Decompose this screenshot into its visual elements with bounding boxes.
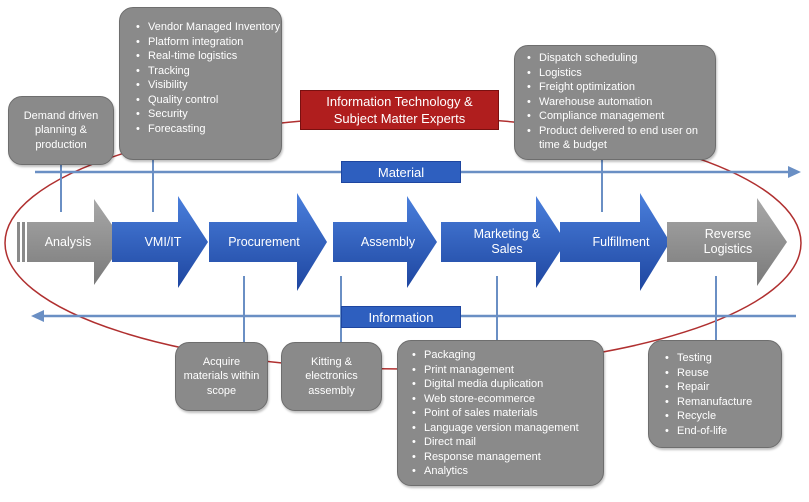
stage-arrow-assembly <box>333 196 437 288</box>
fulfillment-detail-item: Compliance management <box>525 109 709 124</box>
procurement-details-box: Acquire materials within scope <box>175 342 268 411</box>
stage-arrow-marketing <box>441 196 566 288</box>
it-experts-banner: Information Technology & Subject Matter … <box>300 90 499 130</box>
stage-label-marketing: Marketing & Sales <box>473 227 541 256</box>
marketing-detail-item: Analytics <box>410 464 597 479</box>
marketing-details-list: PackagingPrint managementDigital media d… <box>410 348 597 479</box>
demand-planning-box: Demand driven planning & production <box>8 96 114 165</box>
stage-label-fulfillment: Fulfillment <box>592 234 650 249</box>
marketing-detail-item: Digital media duplication <box>410 377 597 392</box>
stage-label-reverse: Reverse Logistics <box>703 227 753 256</box>
vmi-detail-item: Platform integration <box>134 35 273 50</box>
stage-arrow-reverse <box>667 198 787 286</box>
fulfillment-detail-item: Warehouse automation <box>525 95 709 110</box>
vmi-detail-item: Security <box>134 107 273 122</box>
demand-planning-text: Demand driven planning & production <box>23 109 99 151</box>
vmi-details-box: Vendor Managed InventoryPlatform integra… <box>119 7 282 160</box>
reverse-logistics-detail-item: Reuse <box>663 366 775 381</box>
stage-label-assembly: Assembly <box>360 234 416 249</box>
stage-label-vmi: VMI/IT <box>144 234 182 249</box>
stage-label-analysis: Analysis <box>44 234 92 249</box>
marketing-detail-item: Web store-ecommerce <box>410 392 597 407</box>
fulfillment-detail-item: Product delivered to end user on time & … <box>525 124 709 153</box>
vmi-detail-item: Visibility <box>134 78 273 93</box>
vmi-detail-item: Tracking <box>134 64 273 79</box>
reverse-logistics-detail-item: End-of-life <box>663 424 775 439</box>
reverse-logistics-detail-item: Recycle <box>663 409 775 424</box>
marketing-detail-item: Point of sales materials <box>410 406 597 421</box>
reverse-logistics-details-box: TestingReuseRepairRemanufactureRecycleEn… <box>648 340 782 448</box>
stage-arrow-fulfillment <box>560 193 670 291</box>
marketing-details-box: PackagingPrint managementDigital media d… <box>397 340 604 486</box>
marketing-detail-item: Direct mail <box>410 435 597 450</box>
marketing-detail-item: Print management <box>410 363 597 378</box>
assembly-details-text: Kitting & electronics assembly <box>305 355 358 397</box>
stage-arrow-vmi <box>112 196 208 288</box>
vmi-detail-item: Vendor Managed Inventory <box>134 20 280 35</box>
marketing-detail-item: Response management <box>410 450 597 465</box>
vmi-details-list: Vendor Managed InventoryPlatform integra… <box>134 20 280 137</box>
reverse-logistics-detail-item: Testing <box>663 351 775 366</box>
material-label: Material <box>341 161 461 183</box>
vmi-detail-item: Real-time logistics <box>134 49 273 64</box>
information-label: Information <box>341 306 461 328</box>
fulfillment-details-box: Dispatch schedulingLogisticsFreight opti… <box>514 45 716 160</box>
assembly-details-box: Kitting & electronics assembly <box>281 342 382 411</box>
stage-label-procurement: Procurement <box>228 234 300 249</box>
fulfillment-detail-item: Logistics <box>525 66 709 81</box>
vmi-detail-item: Forecasting <box>134 122 273 137</box>
fulfillment-detail-item: Dispatch scheduling <box>525 51 709 66</box>
vmi-detail-item: Quality control <box>134 93 273 108</box>
marketing-detail-item: Language version management <box>410 421 597 436</box>
fulfillment-detail-item: Freight optimization <box>525 80 709 95</box>
reverse-logistics-details-list: TestingReuseRepairRemanufactureRecycleEn… <box>663 351 775 438</box>
reverse-logistics-detail-item: Repair <box>663 380 775 395</box>
stage-arrow-procurement <box>209 193 327 291</box>
stage-arrow-analysis <box>17 199 124 285</box>
marketing-detail-item: Packaging <box>410 348 597 363</box>
reverse-logistics-detail-item: Remanufacture <box>663 395 775 410</box>
fulfillment-details-list: Dispatch schedulingLogisticsFreight opti… <box>525 51 709 153</box>
procurement-details-text: Acquire materials within scope <box>183 355 260 397</box>
